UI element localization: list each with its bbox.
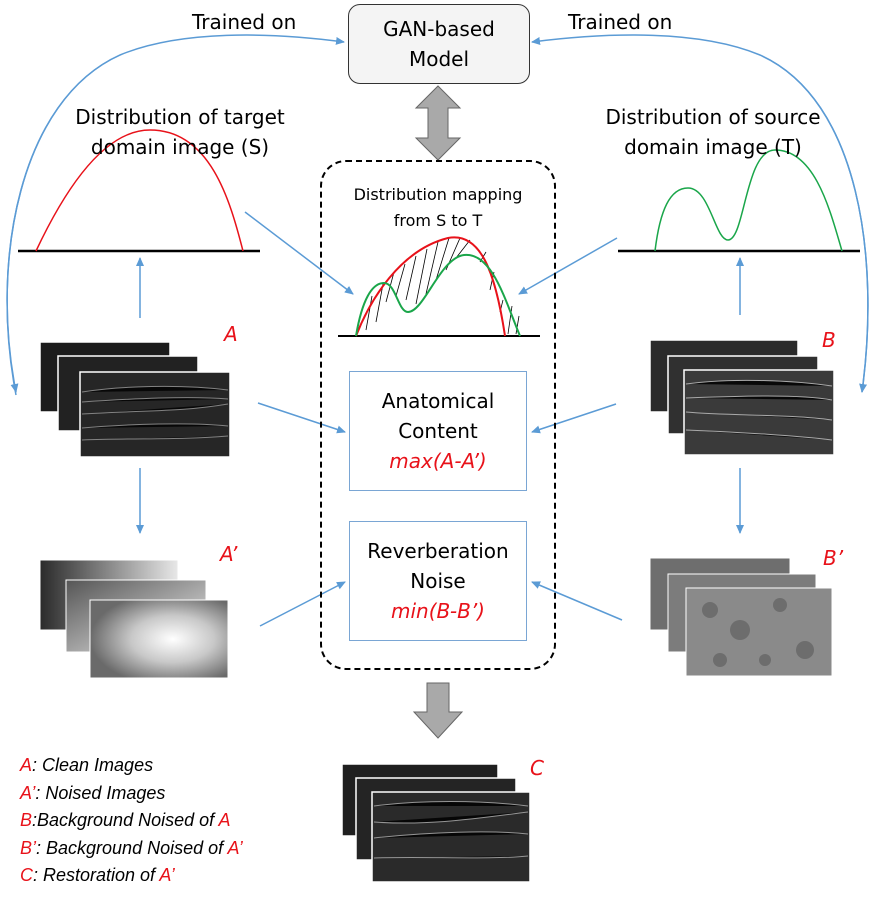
source-curve bbox=[654, 149, 843, 252]
source-dist-line1: Distribution of source bbox=[605, 105, 821, 129]
image-stack-c bbox=[341, 763, 531, 883]
anatomical-line2: Content bbox=[398, 419, 478, 443]
mapping-line1: Distribution mapping bbox=[353, 185, 523, 204]
anatomical-line1: Anatomical bbox=[381, 389, 495, 413]
target-dist-label: Distribution of target domain image (S) bbox=[55, 102, 305, 162]
mapping-label: Distribution mapping from S to T bbox=[330, 182, 546, 234]
noise-line1: Reverberation bbox=[367, 539, 509, 563]
output-arrow-icon bbox=[412, 682, 464, 739]
legend-item: A’: Noised Images bbox=[20, 782, 166, 803]
image-stack-b bbox=[649, 339, 835, 456]
b-to-content-arrow bbox=[531, 403, 617, 434]
gan-model-line2: Model bbox=[408, 47, 470, 71]
trained-on-left-arrow bbox=[6, 34, 345, 396]
mapping-graph bbox=[338, 236, 540, 337]
label-b: B bbox=[822, 328, 836, 352]
trained-on-right-label: Trained on bbox=[568, 10, 673, 34]
image-stack-bprime bbox=[649, 557, 833, 677]
legend: A: Clean Images A’: Noised Images B:Back… bbox=[20, 752, 243, 890]
target-curve bbox=[35, 129, 244, 252]
reverberation-noise-box: Reverberation Noise min(B-B’) bbox=[349, 521, 527, 641]
label-bprime: B’ bbox=[823, 546, 844, 570]
image-stack-aprime bbox=[39, 559, 229, 679]
gan-double-arrow-icon bbox=[414, 85, 462, 161]
gan-model-box: GAN-based Model bbox=[348, 4, 530, 84]
noise-line2: Noise bbox=[410, 569, 466, 593]
target-dist-line1: Distribution of target bbox=[75, 105, 285, 129]
source-dist-line2: domain image (T) bbox=[624, 135, 802, 159]
gan-model-line1: GAN-based bbox=[383, 17, 495, 41]
source-dist-label: Distribution of source domain image (T) bbox=[583, 102, 843, 162]
label-aprime: A’ bbox=[220, 542, 238, 566]
legend-item: B’: Background Noised of A’ bbox=[20, 837, 243, 858]
legend-item: C: Restoration of A’ bbox=[20, 865, 175, 885]
a-to-content-arrow bbox=[257, 402, 346, 434]
mapping-container bbox=[320, 160, 556, 670]
target-to-mapping-arrow bbox=[244, 211, 354, 295]
target-dist-line2: domain image (S) bbox=[90, 135, 270, 159]
bprime-to-noise-arrow bbox=[531, 581, 623, 621]
noise-formula: min(B-B’) bbox=[391, 599, 485, 623]
legend-item: B:Background Noised of A bbox=[20, 810, 231, 830]
label-a: A bbox=[224, 322, 238, 346]
legend-item: A: Clean Images bbox=[20, 755, 154, 775]
trained-on-right-arrow-down bbox=[759, 54, 869, 393]
mapping-line2: from S to T bbox=[393, 211, 483, 230]
image-stack-a bbox=[39, 341, 231, 458]
trained-on-left-arrow-down bbox=[6, 54, 121, 393]
aprime-to-noise-arrow bbox=[259, 581, 346, 627]
anatomical-formula: max(A-A’) bbox=[389, 449, 487, 473]
trained-on-left-label: Trained on bbox=[192, 10, 297, 34]
label-c: C bbox=[530, 756, 544, 780]
source-to-mapping-arrow bbox=[518, 237, 618, 295]
trained-on-right-arrow bbox=[531, 34, 869, 393]
anatomical-content-box: Anatomical Content max(A-A’) bbox=[349, 371, 527, 491]
